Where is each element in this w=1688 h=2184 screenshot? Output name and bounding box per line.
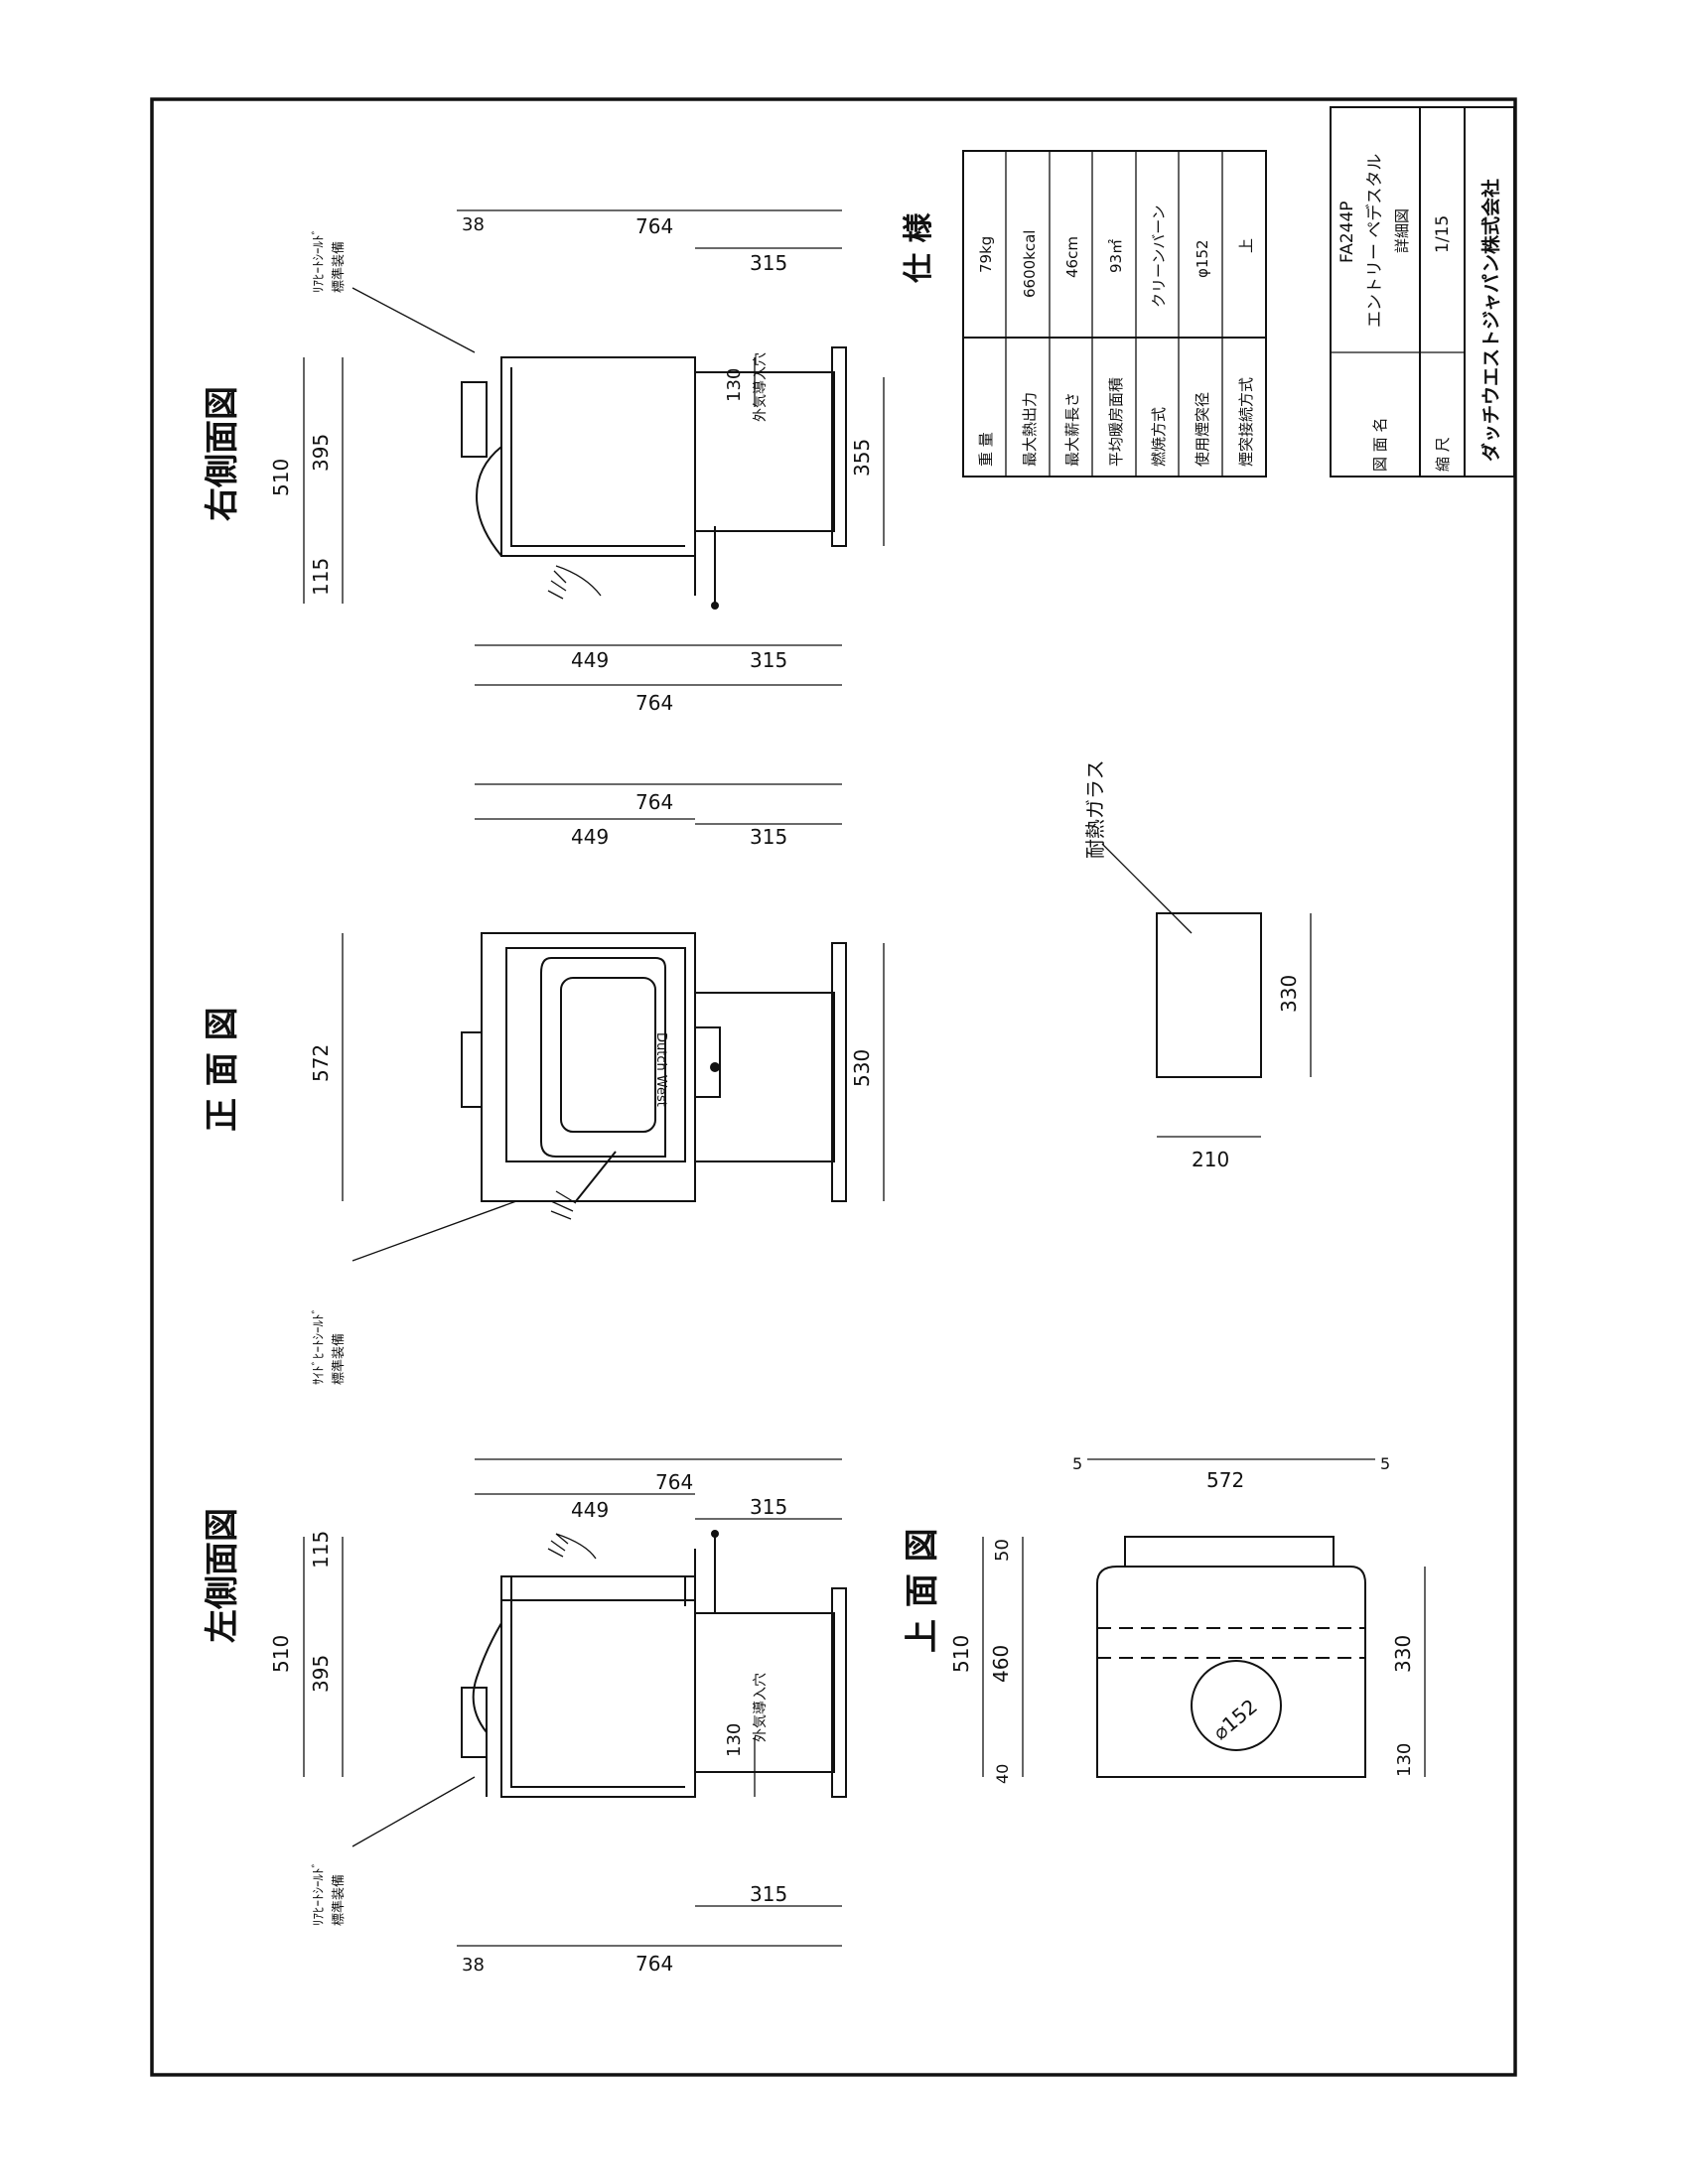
spec-value-combustion: クリーンバーン (1150, 205, 1168, 308)
front-standard-label: 標準装備 (331, 1333, 347, 1385)
spec-value-flue-connection: 上 (1237, 238, 1255, 253)
spec-value-weight: 79kg (977, 236, 995, 273)
right-dim-315-bottom: 315 (750, 648, 787, 672)
right-dim-315-top: 315 (750, 251, 787, 275)
front-dim-764: 764 (635, 790, 673, 814)
left-dim-315-top: 315 (750, 1495, 787, 1519)
top-dim-330: 330 (1391, 1635, 1415, 1673)
spec-label-log-length: 最大薪長さ (1063, 392, 1081, 467)
top-dim-130: 130 (1394, 1743, 1415, 1777)
drawing-border (150, 97, 1517, 2077)
right-dim-449: 449 (571, 648, 609, 672)
front-dim-530: 530 (850, 1049, 874, 1087)
top-dim-50: 50 (992, 1539, 1013, 1562)
top-dim-460: 460 (989, 1645, 1013, 1683)
top-dim-5-left: 5 (1072, 1454, 1082, 1473)
title-model: FA244P (1337, 201, 1357, 263)
top-dim-152: ⌀152 (1208, 1695, 1262, 1745)
right-dim-130: 130 (724, 368, 745, 402)
left-side-view: 764 449 315 510 115 395 130 外気導入穴 315 76… (269, 1458, 847, 1976)
top-view-title: 上 面 図 (903, 1528, 942, 1653)
spec-value-heat-output: 6600kcal (1021, 230, 1039, 298)
front-view: Dutch West 764 449 315 572 530 ｻｲﾄﾞﾋｰﾄｼｰ… (309, 783, 885, 1385)
right-side-view: 764 449 315 510 395 115 130 外気導入穴 355 31… (269, 209, 885, 715)
left-rear-shield-label: ﾘｱﾋｰﾄｼｰﾙﾄﾞ (312, 1861, 327, 1926)
top-dim-5-right: 5 (1380, 1454, 1390, 1473)
title-drawing-name-label: 図 面 名 (1371, 417, 1389, 472)
front-dim-315: 315 (750, 825, 787, 849)
glass-dim-330: 330 (1277, 975, 1301, 1013)
spec-label-weight: 重 量 (977, 432, 995, 467)
right-outside-air-label: 外気導入穴 (753, 352, 769, 422)
front-dim-449: 449 (571, 825, 609, 849)
front-side-shield-label: ｻｲﾄﾞﾋｰﾄｼｰﾙﾄﾞ (312, 1307, 327, 1385)
right-dim-395: 395 (309, 434, 333, 472)
spec-label-flue-connection: 煙突接続方式 (1237, 377, 1255, 467)
spec-label-combustion: 燃焼方式 (1150, 407, 1168, 467)
front-view-title: 正 面 図 (203, 1007, 242, 1132)
spec-value-log-length: 46cm (1063, 236, 1081, 278)
left-dim-315-bottom: 315 (750, 1882, 787, 1906)
left-side-view-title: 左側面図 (203, 1508, 242, 1643)
spec-table: 仕 様 重 量 79kg 最大熱出力 6600kcal 最大薪長さ 46cm 平… (902, 150, 1267, 478)
spec-value-heating-area: 93㎡ (1107, 239, 1125, 273)
title-drawing-type: 詳細図 (1393, 208, 1411, 253)
right-dim-764-top: 764 (635, 214, 673, 238)
left-dim-395: 395 (309, 1655, 333, 1693)
spec-label-flue-diameter: 使用煙突径 (1194, 392, 1211, 467)
right-dim-115: 115 (309, 558, 333, 596)
left-dim-510: 510 (269, 1635, 293, 1673)
right-side-view-title: 右側面図 (203, 386, 242, 521)
right-rear-shield-label: ﾘｱﾋｰﾄｼｰﾙﾄﾞ (312, 228, 327, 293)
left-dim-115: 115 (309, 1531, 333, 1569)
title-company: ダッチウエストジャパン株式会社 (1479, 179, 1502, 462)
right-dim-764-bottom: 764 (635, 691, 673, 715)
front-brand-logo: Dutch West (653, 1032, 668, 1107)
top-dim-572: 572 (1206, 1468, 1244, 1492)
left-outside-air-label: 外気導入穴 (753, 1673, 769, 1742)
title-scale: 1/15 (1433, 215, 1453, 253)
right-dim-510: 510 (269, 459, 293, 496)
left-dim-764-bottom: 764 (635, 1952, 673, 1976)
right-dim-38: 38 (462, 214, 485, 235)
left-dim-38: 38 (462, 1955, 485, 1976)
left-dim-130: 130 (724, 1723, 745, 1757)
right-standard-label: 標準装備 (331, 241, 347, 293)
spec-value-flue-diameter: φ152 (1194, 239, 1211, 278)
left-dim-449: 449 (571, 1498, 609, 1522)
title-scale-label: 縮 尺 (1434, 437, 1452, 472)
spec-label-heating-area: 平均暖房面積 (1107, 377, 1125, 467)
right-dim-355: 355 (850, 439, 874, 477)
top-dim-510: 510 (949, 1635, 973, 1673)
front-dim-572: 572 (309, 1044, 333, 1082)
glass-detail: 耐熱ガラス 330 210 (1083, 759, 1312, 1171)
glass-dim-210: 210 (1192, 1148, 1229, 1171)
spec-label-heat-output: 最大熱出力 (1021, 392, 1039, 467)
title-product: エントリー ペデスタル (1364, 154, 1385, 328)
top-view: ⌀152 572 5 5 510 50 460 40 330 130 (949, 1454, 1426, 1784)
spec-title: 仕 様 (902, 212, 936, 284)
left-standard-label: 標準装備 (331, 1874, 347, 1926)
title-block: 図 面 名 FA244P エントリー ペデスタル 詳細図 縮 尺 1/15 ダッ… (1330, 106, 1515, 478)
top-dim-40: 40 (993, 1764, 1012, 1784)
left-dim-764-top: 764 (655, 1470, 693, 1494)
glass-label: 耐熱ガラス (1083, 759, 1107, 859)
